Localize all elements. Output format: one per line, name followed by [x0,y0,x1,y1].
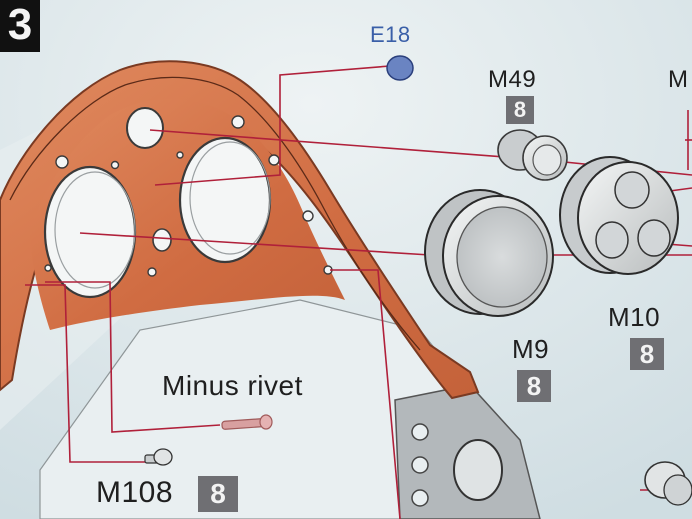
part-label-e18: E18 [370,22,411,47]
gauge-hole-mini [152,228,172,252]
part-label-m10: M10 [608,302,661,332]
step-number: 3 [0,0,40,52]
gauge-hole-large-right-rim [189,141,271,255]
qty-badge-m49: 8 [506,96,534,124]
gauge-hole-large-left-rim [54,171,136,289]
part-m108-screw [144,448,173,466]
bracket-boss [453,439,503,501]
gauge-hole-small [126,107,164,149]
part-label-m108: M108 [96,476,174,509]
annotation-minus-rivet: Minus rivet [162,370,303,401]
panel-edge-line [9,76,421,351]
part-label-m-cut: M [668,66,689,93]
part-m10-cluster [559,156,679,275]
part-minus-rivet [221,414,273,430]
part-knob [644,461,692,506]
part-label-m9: M9 [512,334,550,364]
qty-badge-m108: 8 [198,476,238,512]
mounting-holes [44,115,333,277]
bracket-hole [411,456,429,474]
qty-badge-m9: 8 [517,370,551,402]
part-m9-gauge [424,189,554,317]
bracket-hole [411,423,429,441]
bracket-hole [411,489,429,507]
part-label-m49: M49 [488,66,537,93]
qty-badge-m10: 8 [630,338,664,370]
part-m49 [497,129,568,181]
part-e18-disc [386,55,414,81]
